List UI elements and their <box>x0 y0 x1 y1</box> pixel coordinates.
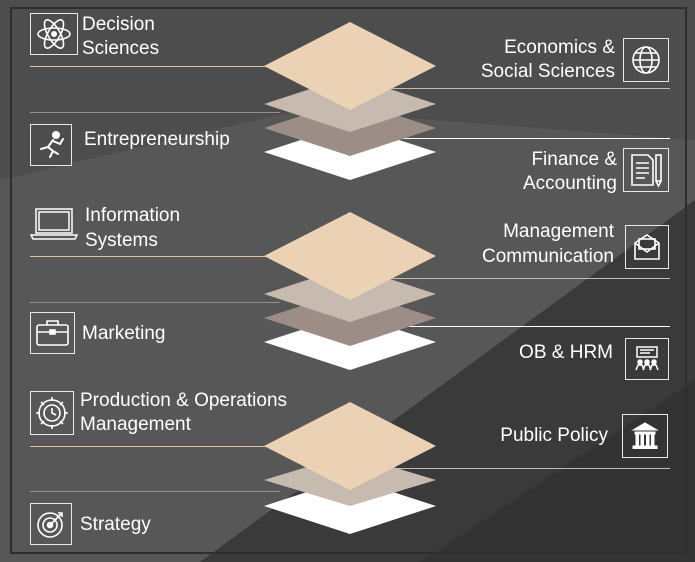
line-production <box>30 446 292 447</box>
stack3-layer-top <box>264 402 436 490</box>
background-frame <box>10 7 687 554</box>
atom-icon <box>37 19 71 49</box>
finance-label-line2: Accounting <box>522 173 617 194</box>
line-management <box>390 278 670 279</box>
strategy-label: Strategy <box>80 514 151 535</box>
marketing-icon-box <box>30 312 75 354</box>
policy-icon-box <box>622 414 668 458</box>
finance-label-line1: Finance & <box>531 149 617 170</box>
economics-label-line2: Social Sciences <box>480 61 615 82</box>
running-person-icon <box>40 131 64 158</box>
information-icon-box <box>30 204 78 244</box>
line-economics <box>390 88 670 89</box>
line-policy <box>390 468 670 469</box>
decision-label-line2: Sciences <box>82 38 160 59</box>
line-obhrm <box>390 326 670 327</box>
institution-icon <box>631 422 659 449</box>
line-strategy-upper <box>30 491 280 492</box>
globe-icon <box>632 46 660 74</box>
production-icon-box <box>30 391 74 435</box>
management-icon-box <box>625 225 669 269</box>
economics-label-line1: Economics & <box>504 37 615 58</box>
decision-icon-box <box>30 13 78 55</box>
gear-clock-icon <box>36 397 68 429</box>
presentation-people-icon <box>635 346 659 371</box>
document-pen-icon <box>631 154 662 188</box>
decision-label-line1: Decision <box>82 14 155 35</box>
strategy-icon-box <box>30 503 72 545</box>
target-icon <box>37 512 63 538</box>
line-entrepreneurship-upper <box>30 112 280 113</box>
information-label-line2: Systems <box>85 230 158 251</box>
entrepreneurship-icon-box <box>30 124 72 166</box>
line-information <box>30 256 292 257</box>
information-label-line1: Information <box>85 205 181 226</box>
stack1-layer-top <box>264 22 436 110</box>
management-label-line2: Communication <box>482 246 614 267</box>
laptop-icon <box>30 208 78 240</box>
management-label-line1: Management <box>503 221 614 242</box>
policy-label: Public Policy <box>500 425 608 446</box>
production-label-line1: Production & Operations <box>80 390 288 411</box>
line-marketing-upper <box>30 302 280 303</box>
entrepreneurship-label: Entrepreneurship <box>84 129 230 150</box>
production-label-line2: Management <box>80 414 191 435</box>
line-finance <box>390 138 670 139</box>
line-decision <box>30 66 292 67</box>
finance-icon-box <box>623 148 669 192</box>
background-dark-wedge-2 <box>420 380 695 562</box>
envelope-icon <box>634 234 660 260</box>
briefcase-icon <box>36 320 69 346</box>
obhrm-label: OB & HRM <box>519 342 613 363</box>
economics-icon-box <box>623 38 669 82</box>
stack2-layer-top <box>264 212 436 300</box>
marketing-label: Marketing <box>82 323 166 344</box>
obhrm-icon-box <box>625 338 669 380</box>
